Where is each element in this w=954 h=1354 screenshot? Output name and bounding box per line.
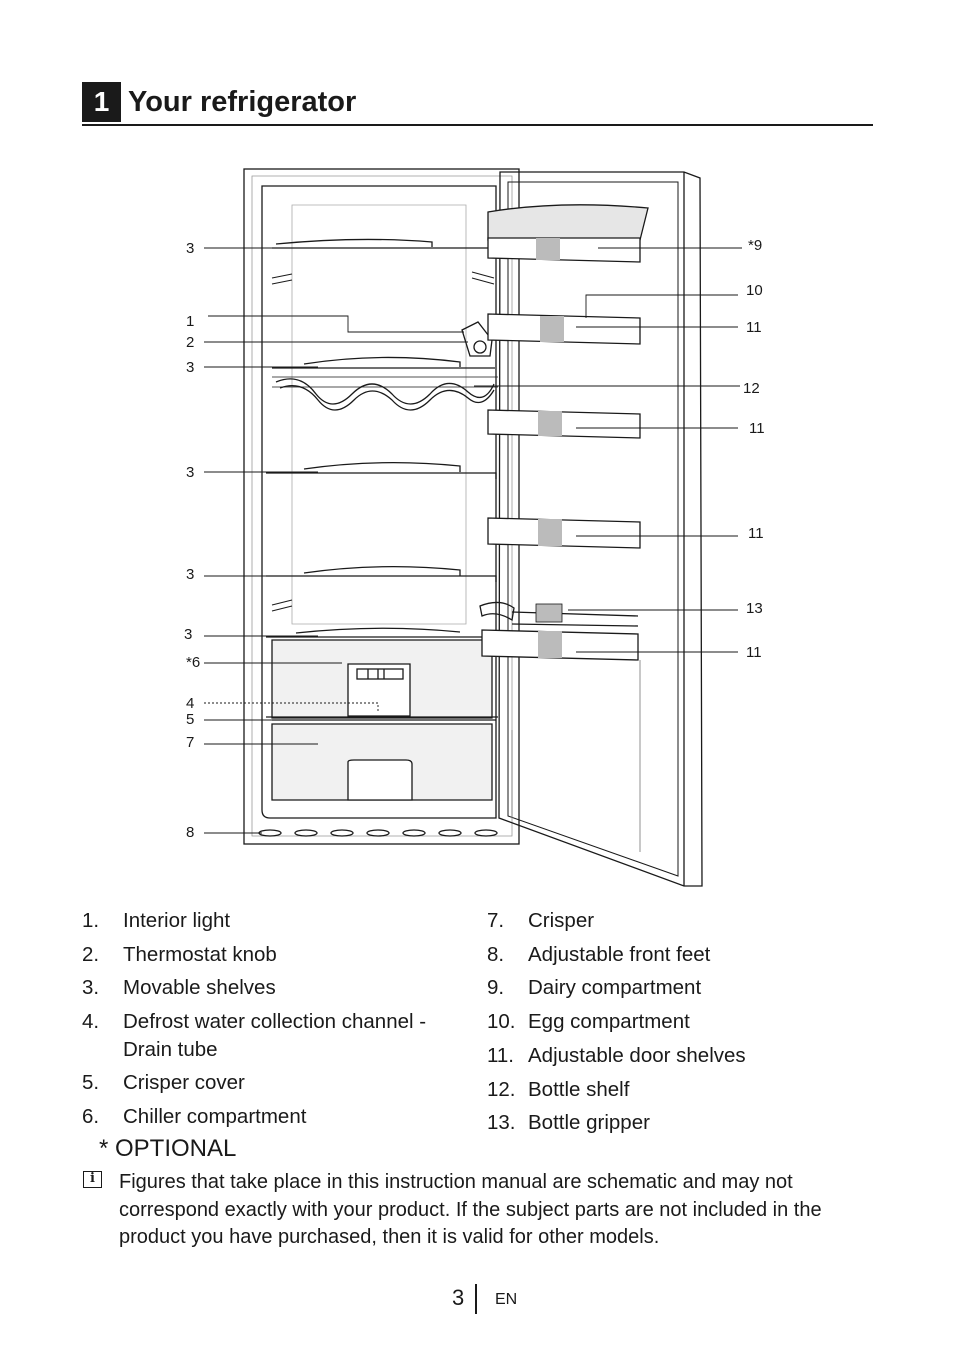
legend-item: 11.Adjustable door shelves [487, 1043, 746, 1067]
legend-item: 10.Egg compartment [487, 1010, 690, 1034]
legend-item: 9.Dairy compartment [487, 976, 702, 1000]
callout-10: 10 [746, 282, 763, 299]
section-title: Your refrigerator [128, 86, 357, 118]
optional-label: * OPTIONAL [99, 1135, 237, 1162]
callout-labels: 3 1 2 3 3 3 3 *6 4 5 7 8 *9 10 11 12 11 … [184, 237, 765, 841]
legend-item: 2.Thermostat knob [82, 942, 277, 966]
dairy-compartment [487, 204, 649, 241]
callout-9: *9 [748, 237, 762, 254]
callout-11: 11 [746, 644, 762, 661]
schematic-note: Figures that take place in this instruct… [119, 1171, 822, 1248]
legend-left: 1.Interior light 2.Thermostat knob 3.Mov… [82, 904, 442, 1134]
page-number: 3 [452, 1285, 465, 1310]
callout-12: 12 [743, 380, 760, 397]
legend-item: 7.Crisper [487, 909, 595, 932]
refrigerator-diagram: 3 1 2 3 3 3 3 *6 4 5 7 8 *9 10 11 12 11 … [184, 168, 765, 887]
legend-item: 6.Chiller compartment [82, 1104, 307, 1128]
callout-3: 3 [184, 626, 192, 643]
legend-item: 3.Movable shelves [82, 976, 276, 1000]
crisper [271, 723, 493, 801]
legend-item: 12.Bottle shelf [487, 1077, 630, 1101]
section-number: 1 [82, 82, 121, 122]
crisper-cover [266, 716, 498, 721]
callout-3: 3 [186, 464, 194, 481]
chiller-compartment [271, 639, 493, 719]
front-feet [258, 829, 498, 837]
movable-shelves [266, 238, 497, 638]
callout-2: 2 [186, 334, 194, 351]
thermostat-knob [461, 321, 493, 357]
callout-3: 3 [186, 240, 194, 257]
callout-11: 11 [749, 420, 765, 437]
callout-4: 4 [186, 695, 194, 712]
section-header: 1 Your refrigerator [82, 82, 873, 126]
cabinet-outline [243, 168, 520, 845]
callout-13: 13 [746, 600, 763, 617]
legend-item: 1.Interior light [82, 909, 231, 932]
bottle-shelf [275, 378, 495, 405]
footer-divider [475, 1284, 477, 1314]
legend-item: 4.Defrost water collection channel - Dra… [82, 1010, 427, 1061]
callout-5: 5 [186, 711, 194, 728]
legend-item: 5.Crisper cover [82, 1071, 245, 1095]
legend-right: 7.Crisper 8.Adjustable front feet 9.Dair… [487, 904, 827, 1140]
callout-11: 11 [746, 319, 762, 336]
language-code: EN [495, 1291, 518, 1308]
legend-item: 13.Bottle gripper [487, 1111, 650, 1135]
info-icon: i [83, 1171, 102, 1188]
callout-8: 8 [186, 824, 194, 841]
legend-item: 8.Adjustable front feet [487, 942, 711, 966]
callout-11: 11 [748, 525, 764, 542]
callout-7: 7 [186, 734, 194, 751]
callout-3: 3 [186, 359, 194, 376]
bottle-gripper [479, 601, 639, 627]
door-shelves [481, 237, 641, 661]
callout-6: *6 [186, 654, 200, 671]
callout-1: 1 [186, 313, 194, 330]
callout-3: 3 [186, 566, 194, 583]
leader-lines [204, 247, 742, 834]
